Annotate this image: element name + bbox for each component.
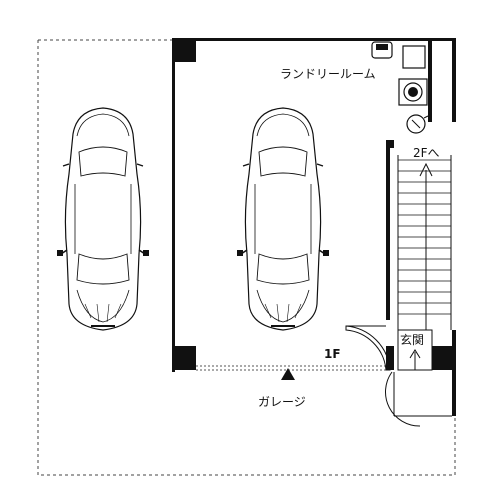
stairs-label: 2Fへ [413,146,440,160]
laundry-label: ランドリールーム [280,67,376,81]
car-icon [56,107,150,331]
garage-door [196,365,386,371]
arrow-up-icon [419,162,433,177]
entrance-label: 玄関 [400,332,424,347]
triangle-marker-icon [281,368,295,380]
garage-label: ガレージ [258,395,306,409]
chair-icon [371,41,393,59]
laundry-cabinet [402,45,426,69]
washing-machine-icon [398,78,428,106]
sink-icon [406,114,429,134]
entrance-door [345,325,452,427]
floor-label: 1F [324,347,341,361]
car-icon [236,107,330,331]
staircase [397,155,452,345]
carport-outline [37,39,456,476]
garage-walls [172,38,456,416]
